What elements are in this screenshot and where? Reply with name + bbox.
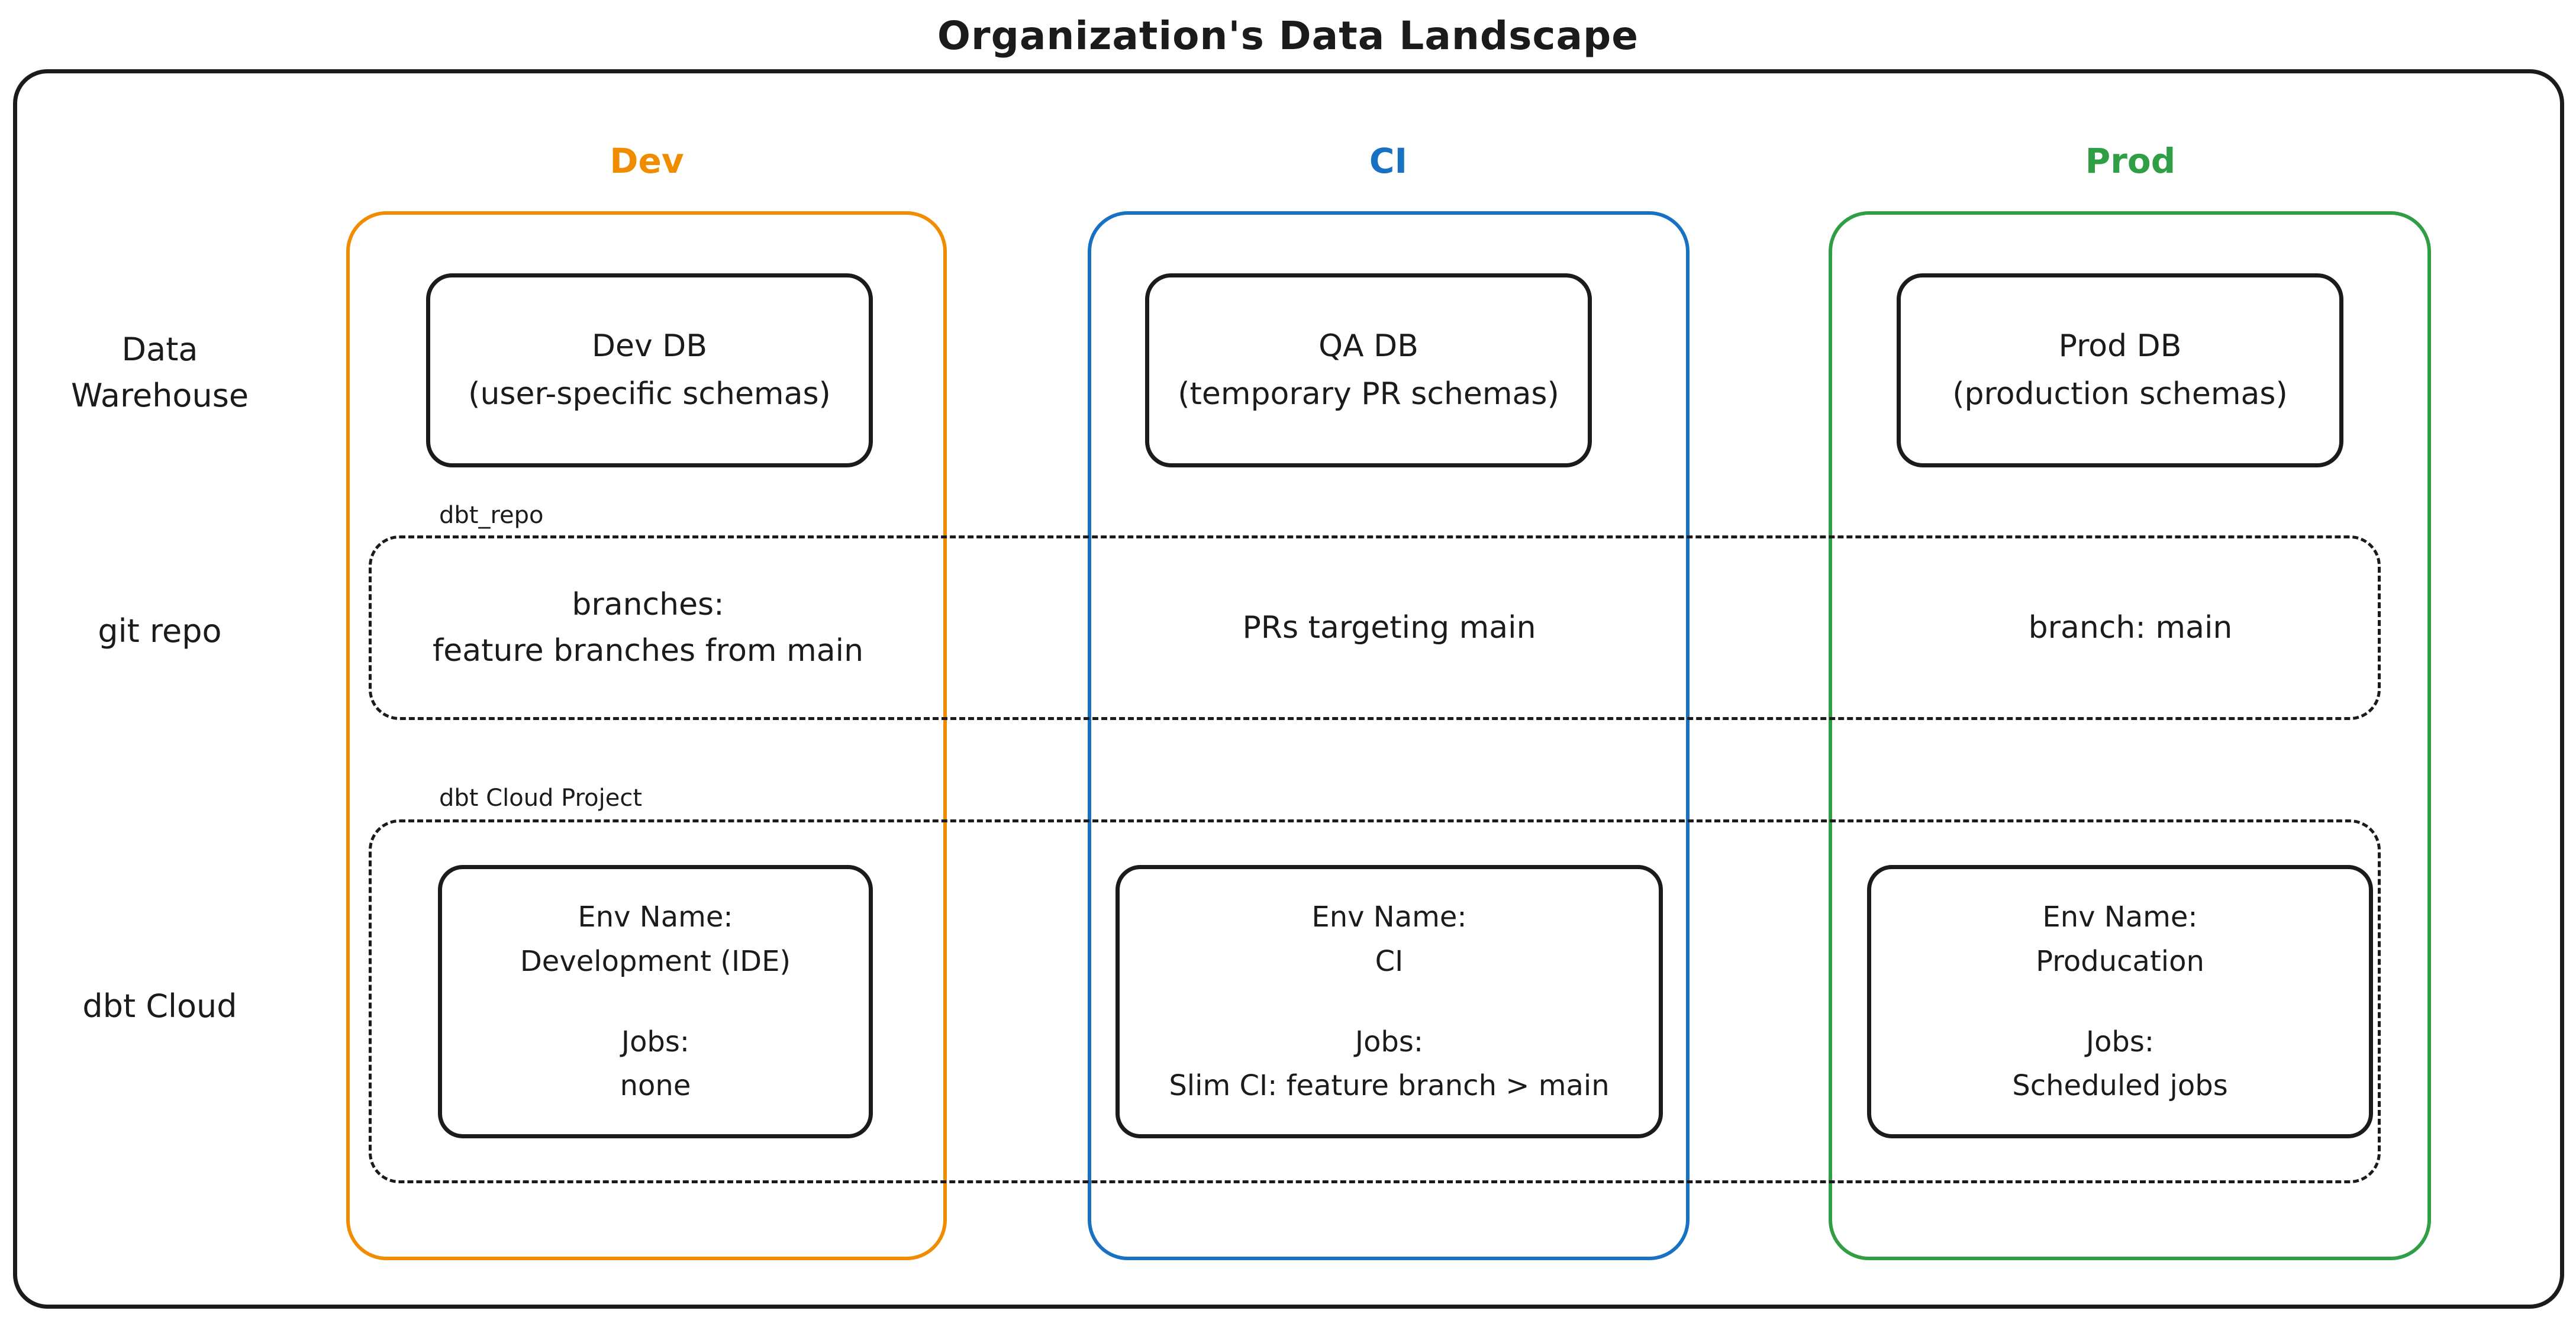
git-repo-ci-text: PRs targeting main: [1242, 610, 1536, 645]
qa-db-subtitle: (temporary PR schemas): [1178, 376, 1559, 412]
ci-jobs-label: Jobs:: [1355, 1025, 1424, 1058]
dbt-cloud-container: [369, 819, 2381, 1183]
dev-env-name-value: Development (IDE): [520, 944, 791, 978]
prod-env-box: Env Name: Producation Jobs: Scheduled jo…: [1867, 865, 2373, 1138]
dbt-cloud-container-label: dbt Cloud Project: [439, 785, 643, 812]
prod-env-name-label: Env Name:: [2042, 900, 2198, 934]
row-label-git-repo: git repo: [98, 612, 222, 650]
prod-db-subtitle: (production schemas): [1952, 376, 2288, 412]
column-container-dev: [346, 211, 947, 1260]
git-repo-dev-text: branches: feature branches from main: [385, 541, 911, 714]
prod-jobs-value: Scheduled jobs: [2012, 1069, 2228, 1103]
ci-jobs-value: Slim CI: feature branch > main: [1169, 1069, 1610, 1103]
prod-db-box: Prod DB (production schemas): [1897, 273, 2343, 467]
ci-env-box: Env Name: CI Jobs: Slim CI: feature bran…: [1115, 865, 1663, 1138]
ci-env-name-label: Env Name:: [1311, 900, 1467, 934]
column-header-ci: CI: [1369, 141, 1408, 181]
prod-jobs-label: Jobs:: [2085, 1025, 2155, 1058]
qa-db-title: QA DB: [1318, 328, 1418, 364]
dev-db-title: Dev DB: [591, 328, 708, 364]
column-header-prod: Prod: [2085, 141, 2176, 181]
row-label-dbt-cloud: dbt Cloud: [82, 987, 237, 1025]
dev-env-name-label: Env Name:: [578, 900, 733, 934]
column-header-dev: Dev: [610, 141, 684, 181]
column-container-ci: [1088, 211, 1690, 1260]
dev-jobs-label: Jobs:: [621, 1025, 690, 1058]
row-label-data-warehouse: Data Warehouse: [70, 331, 249, 415]
git-repo-dev-line1: branches:: [572, 587, 724, 622]
column-container-prod: [1829, 211, 2431, 1260]
git-repo-prod-text: branch: main: [2028, 610, 2233, 645]
git-repo-container-label: dbt_repo: [439, 502, 544, 529]
outer-frame: [13, 69, 2564, 1309]
dev-db-subtitle: (user-specific schemas): [468, 376, 831, 412]
git-repo-dev-line2: feature branches from main: [432, 633, 864, 669]
ci-env-name-value: CI: [1375, 944, 1404, 978]
prod-env-name-value: Producation: [2036, 944, 2204, 978]
qa-db-box: QA DB (temporary PR schemas): [1145, 273, 1592, 467]
dev-jobs-value: none: [620, 1069, 691, 1103]
dev-env-box: Env Name: Development (IDE) Jobs: none: [438, 865, 873, 1138]
prod-db-title: Prod DB: [2058, 328, 2182, 364]
dev-db-box: Dev DB (user-specific schemas): [426, 273, 873, 467]
page-title: Organization's Data Landscape: [937, 13, 1639, 59]
git-repo-container: [369, 535, 2381, 720]
